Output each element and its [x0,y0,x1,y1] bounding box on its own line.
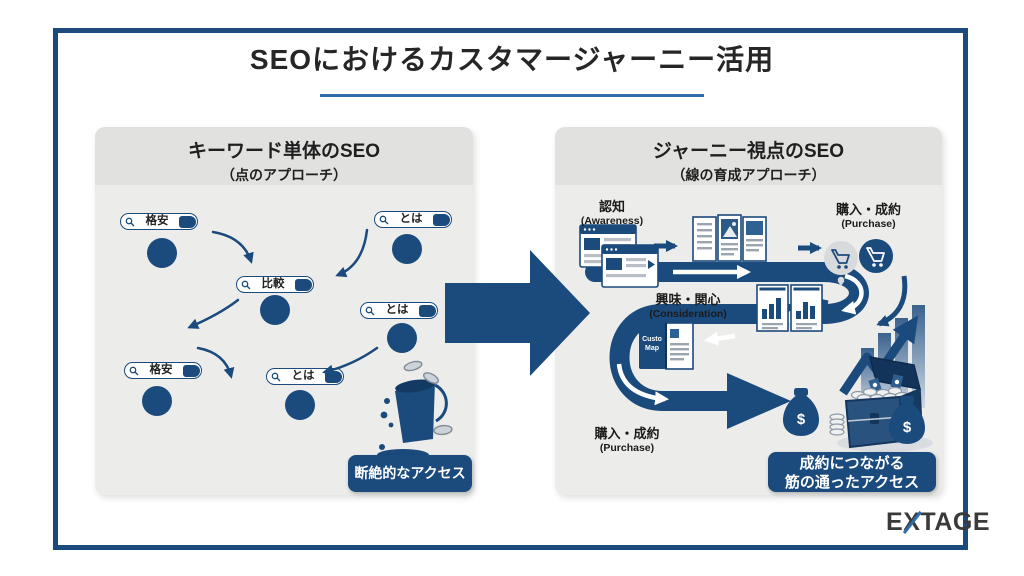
path-arrowhead-icon [727,373,791,429]
search-button-icon [295,278,312,291]
search-keyword: とは [385,303,409,316]
search-button-icon [179,215,196,228]
curved-arrow-icon [187,298,240,329]
curved-arrow-icon [876,275,908,327]
search-icon [271,372,281,381]
access-dot [392,234,422,264]
stage-consideration: 興味・関心 (Consideration) [649,292,727,320]
curved-arrow-icon [211,230,254,264]
right-panel-title: ジャーニー視点のSEO [652,141,845,162]
cart-icon [859,239,893,273]
access-dot [142,386,172,416]
search-pill: 格安 [124,362,202,379]
left-panel-title: キーワード単体のSEO [187,141,381,162]
booklet-text: Custo [642,336,662,343]
search-button-icon [419,304,436,317]
left-panel: キーワード単体のSEO （点のアプローチ） 格安 とは 比較 とは 格安 とは [95,127,473,495]
search-button-icon [433,213,450,226]
white-curved-arrow-icon [841,273,864,315]
stage-purchase-top: 購入・成約 (Purchase) [835,202,901,230]
curved-arrow-icon [196,346,235,379]
access-dot [260,295,290,325]
journey-map-icon: Custo Map [639,322,694,370]
left-caption-badge: 断絶的なアクセス [348,455,472,492]
search-keyword: 比較 [261,277,285,290]
right-caption-badge: 成約につながる 筋の通ったアクセス [768,452,936,492]
money-bag-icon: $ [889,396,925,444]
search-icon [379,215,389,224]
curved-arrow-icon [335,228,369,278]
stage-purchase-bottom: 購入・成約 (Purchase) [594,426,660,454]
right-panel-subtitle: （線の育成アプローチ） [671,167,826,183]
search-keyword: 格安 [149,363,173,376]
page-title: SEOにおけるカスタマージャーニー活用 [249,44,775,75]
chart-doc-icon [756,284,823,332]
access-dot [147,238,177,268]
booklet-text: Map [645,345,659,352]
stage-awareness: 認知 (Awareness) [580,199,644,227]
title-underline [320,94,704,97]
search-keyword: とは [291,369,315,382]
access-dot [387,323,417,353]
logo-x-with-slash: X [903,508,921,536]
access-dot [285,390,315,420]
white-curved-arrow-icon [616,363,669,406]
browser-icon [579,224,659,288]
dollar-sign: $ [797,411,806,428]
big-right-arrow-icon [445,250,590,376]
search-pill: 比較 [236,276,314,293]
search-pill: とは [360,302,438,319]
dollar-sign: $ [903,419,912,436]
search-icon [125,217,135,226]
search-icon [241,280,251,289]
brochure-icon [692,214,767,262]
journey-path [585,262,869,429]
search-icon [129,366,139,375]
search-pill: 格安 [120,213,198,230]
white-arrow-icon [704,331,736,346]
left-panel-header: キーワード単体のSEO （点のアプローチ） [95,127,473,185]
scatter-arrows [187,228,379,379]
search-icon [365,306,375,315]
search-pill: とは [374,211,452,228]
search-button-icon [183,364,200,377]
journey-diagram: Custo Map [579,214,933,452]
cart-icon [824,241,858,286]
money-bag-icon: $ [783,388,819,436]
right-panel: ジャーニー視点のSEO （線の育成アプローチ） [555,127,942,495]
search-keyword: とは [399,212,423,225]
extage-logo: EXTAGE [886,508,990,536]
curved-arrow-icon [322,346,379,376]
right-panel-header: ジャーニー視点のSEO （線の育成アプローチ） [555,127,942,185]
left-panel-subtitle: （点のアプローチ） [221,167,347,183]
search-keyword: 格安 [145,214,169,227]
